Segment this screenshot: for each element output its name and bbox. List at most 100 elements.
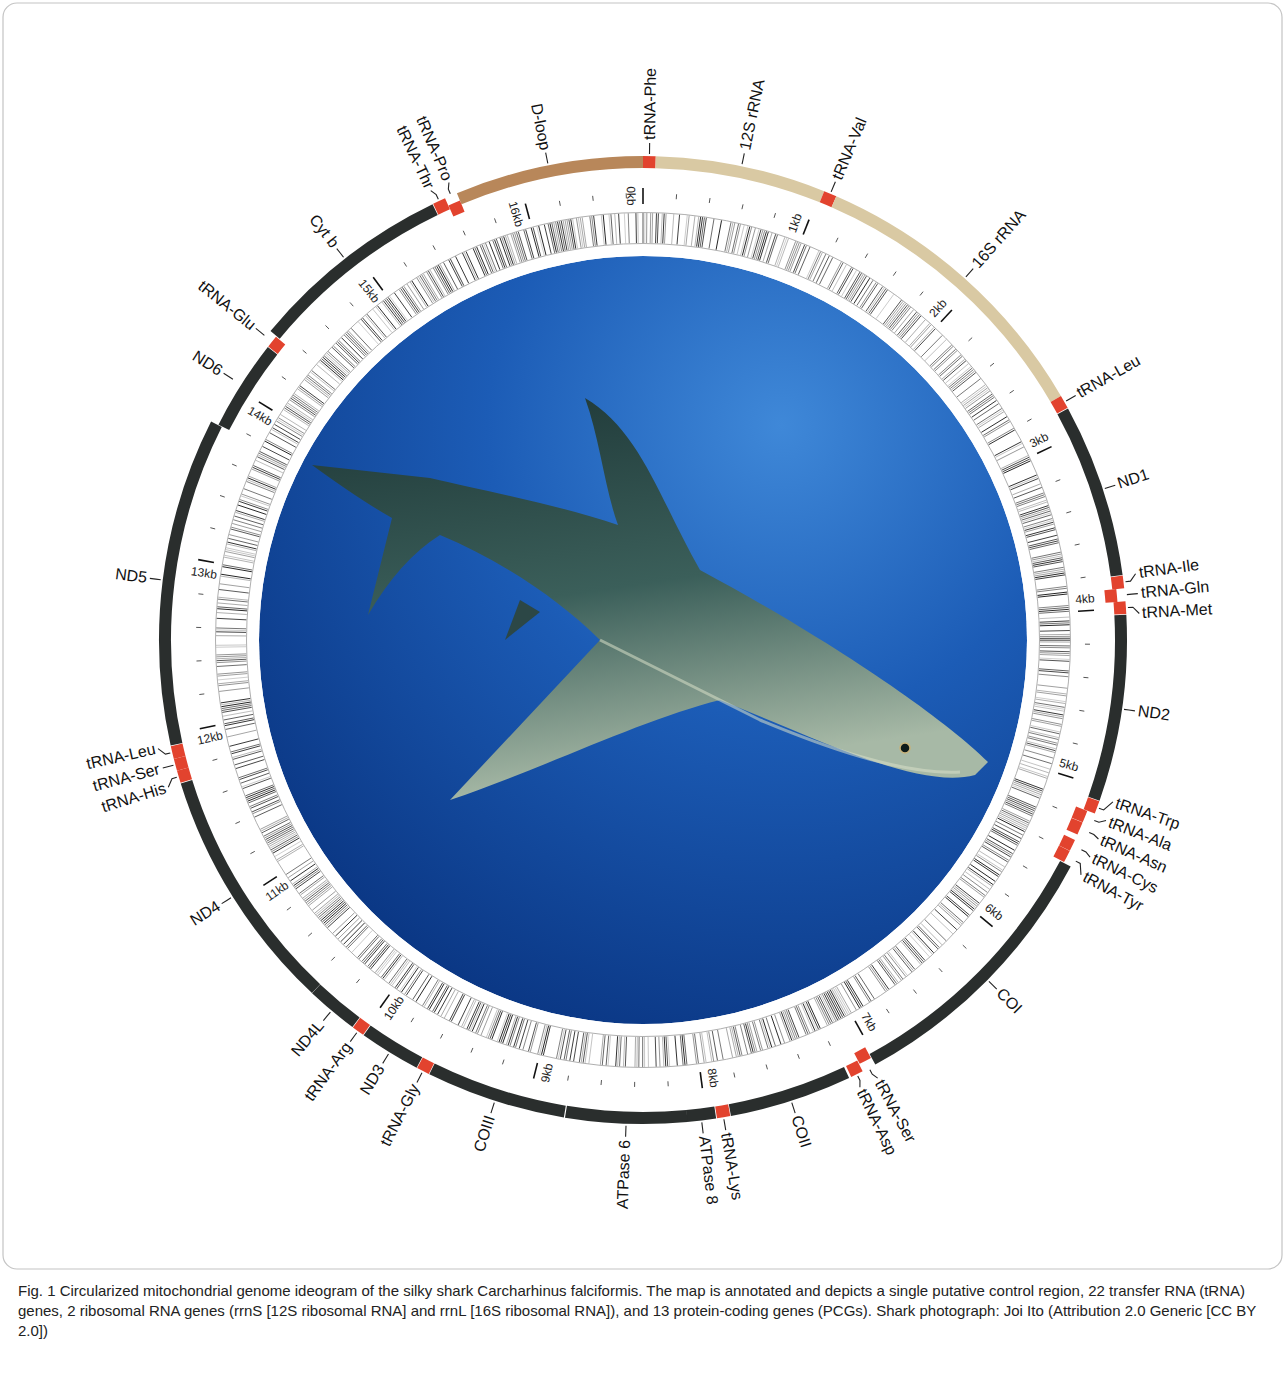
band-stripe (952, 889, 975, 908)
band-stripe (620, 1036, 622, 1066)
band-stripe (896, 946, 915, 969)
band-stripe (537, 226, 544, 255)
band-stripe (449, 260, 463, 287)
minor-tick (1081, 577, 1086, 579)
gene-label: COIII (470, 1113, 499, 1154)
minor-tick (220, 495, 225, 497)
band-stripe (523, 1021, 531, 1050)
band-stripe (497, 1013, 507, 1041)
band-stripe (1040, 638, 1070, 639)
band-stripe (1040, 654, 1070, 655)
band-stripe (835, 987, 850, 1013)
gene-label: tRNA-Met (1142, 601, 1213, 623)
band-stripe (464, 252, 477, 279)
band-stripe (925, 339, 946, 360)
minor-tick (502, 1060, 504, 1065)
band-stripe (603, 215, 606, 245)
band-stripe (508, 1017, 517, 1045)
band-stripe (260, 452, 287, 465)
band-stripe (983, 845, 1009, 860)
protein-gene-arc (159, 422, 222, 746)
band-stripe (744, 227, 752, 256)
band-stripe (317, 897, 340, 916)
band-stripe (495, 240, 505, 268)
minor-tick (865, 254, 868, 258)
band-stripe (1037, 692, 1067, 696)
band-stripe (293, 395, 318, 412)
minor-tick (463, 231, 465, 236)
leader-line (1081, 850, 1090, 857)
band-stripe (299, 387, 323, 405)
band-stripe (659, 1037, 660, 1067)
minor-tick (198, 593, 203, 595)
band-stripe (709, 219, 714, 249)
minor-tick (559, 201, 561, 206)
band-stripe (827, 992, 841, 1019)
band-stripe (1032, 720, 1061, 726)
band-stripe (651, 213, 653, 243)
band-stripe (265, 441, 292, 455)
band-stripe (1021, 760, 1050, 769)
band-border (216, 213, 1071, 1068)
band-stripe (625, 1037, 626, 1067)
band-stripe (600, 1035, 603, 1065)
band-stripe (1037, 586, 1067, 590)
gene-label: ND2 (1137, 702, 1171, 724)
band-stripe (544, 225, 551, 254)
band-stripe (901, 942, 921, 965)
minor-tick (246, 434, 250, 436)
band-stripe (691, 216, 695, 246)
band-stripe (294, 394, 319, 411)
minor-tick (920, 292, 923, 296)
band-stripe (216, 644, 246, 645)
band-stripe (239, 768, 267, 778)
protein-gene-arc (686, 1107, 716, 1122)
minor-tick (1053, 806, 1058, 808)
leader-line (323, 1012, 330, 1020)
gene-label: COI (993, 985, 1026, 1018)
band-stripe (967, 869, 992, 886)
minor-tick (404, 262, 407, 266)
band-stripe (611, 214, 613, 244)
leader-line (1099, 802, 1113, 810)
band-stripe (768, 235, 777, 263)
band-stripe (994, 825, 1021, 839)
band-stripe (216, 627, 246, 629)
band-stripe (664, 1036, 666, 1066)
major-tick (803, 220, 809, 235)
protein-gene-arc (565, 1106, 688, 1124)
trna-gene-arc (1053, 846, 1069, 862)
scale-label: 0kb (624, 186, 639, 206)
band-stripe (463, 1000, 476, 1027)
band-stripe (540, 1025, 547, 1054)
band-ground (231, 228, 1055, 1052)
minor-tick (1085, 644, 1090, 645)
band-stripe (246, 787, 274, 798)
minor-tick (990, 363, 994, 366)
minor-tick (1023, 866, 1027, 869)
leader-line (431, 191, 439, 200)
band-stripe (847, 980, 862, 1006)
scale-label: 8kb (704, 1068, 721, 1089)
scale-label: 4kb (1075, 591, 1096, 607)
band-stripe (312, 371, 335, 390)
band-stripe (248, 478, 276, 489)
leader-line (158, 749, 170, 754)
label-leaders (150, 143, 1139, 1137)
leader-line (168, 777, 176, 787)
band-stripe (217, 659, 247, 660)
band-stripe (892, 307, 911, 330)
gene-label: 12S rRNA (736, 78, 768, 152)
band-stripe (1019, 769, 1047, 779)
leader-line (383, 1054, 389, 1063)
band-stripe (1038, 594, 1068, 597)
leader-line (491, 1103, 494, 1113)
band-stripe (957, 379, 981, 397)
minor-tick (308, 933, 312, 936)
leader-line (742, 153, 744, 164)
band-stripe (401, 967, 418, 992)
band-stripe (217, 613, 247, 615)
band-stripe (423, 274, 438, 300)
leader-line (150, 578, 161, 579)
band-stripe (268, 830, 294, 844)
